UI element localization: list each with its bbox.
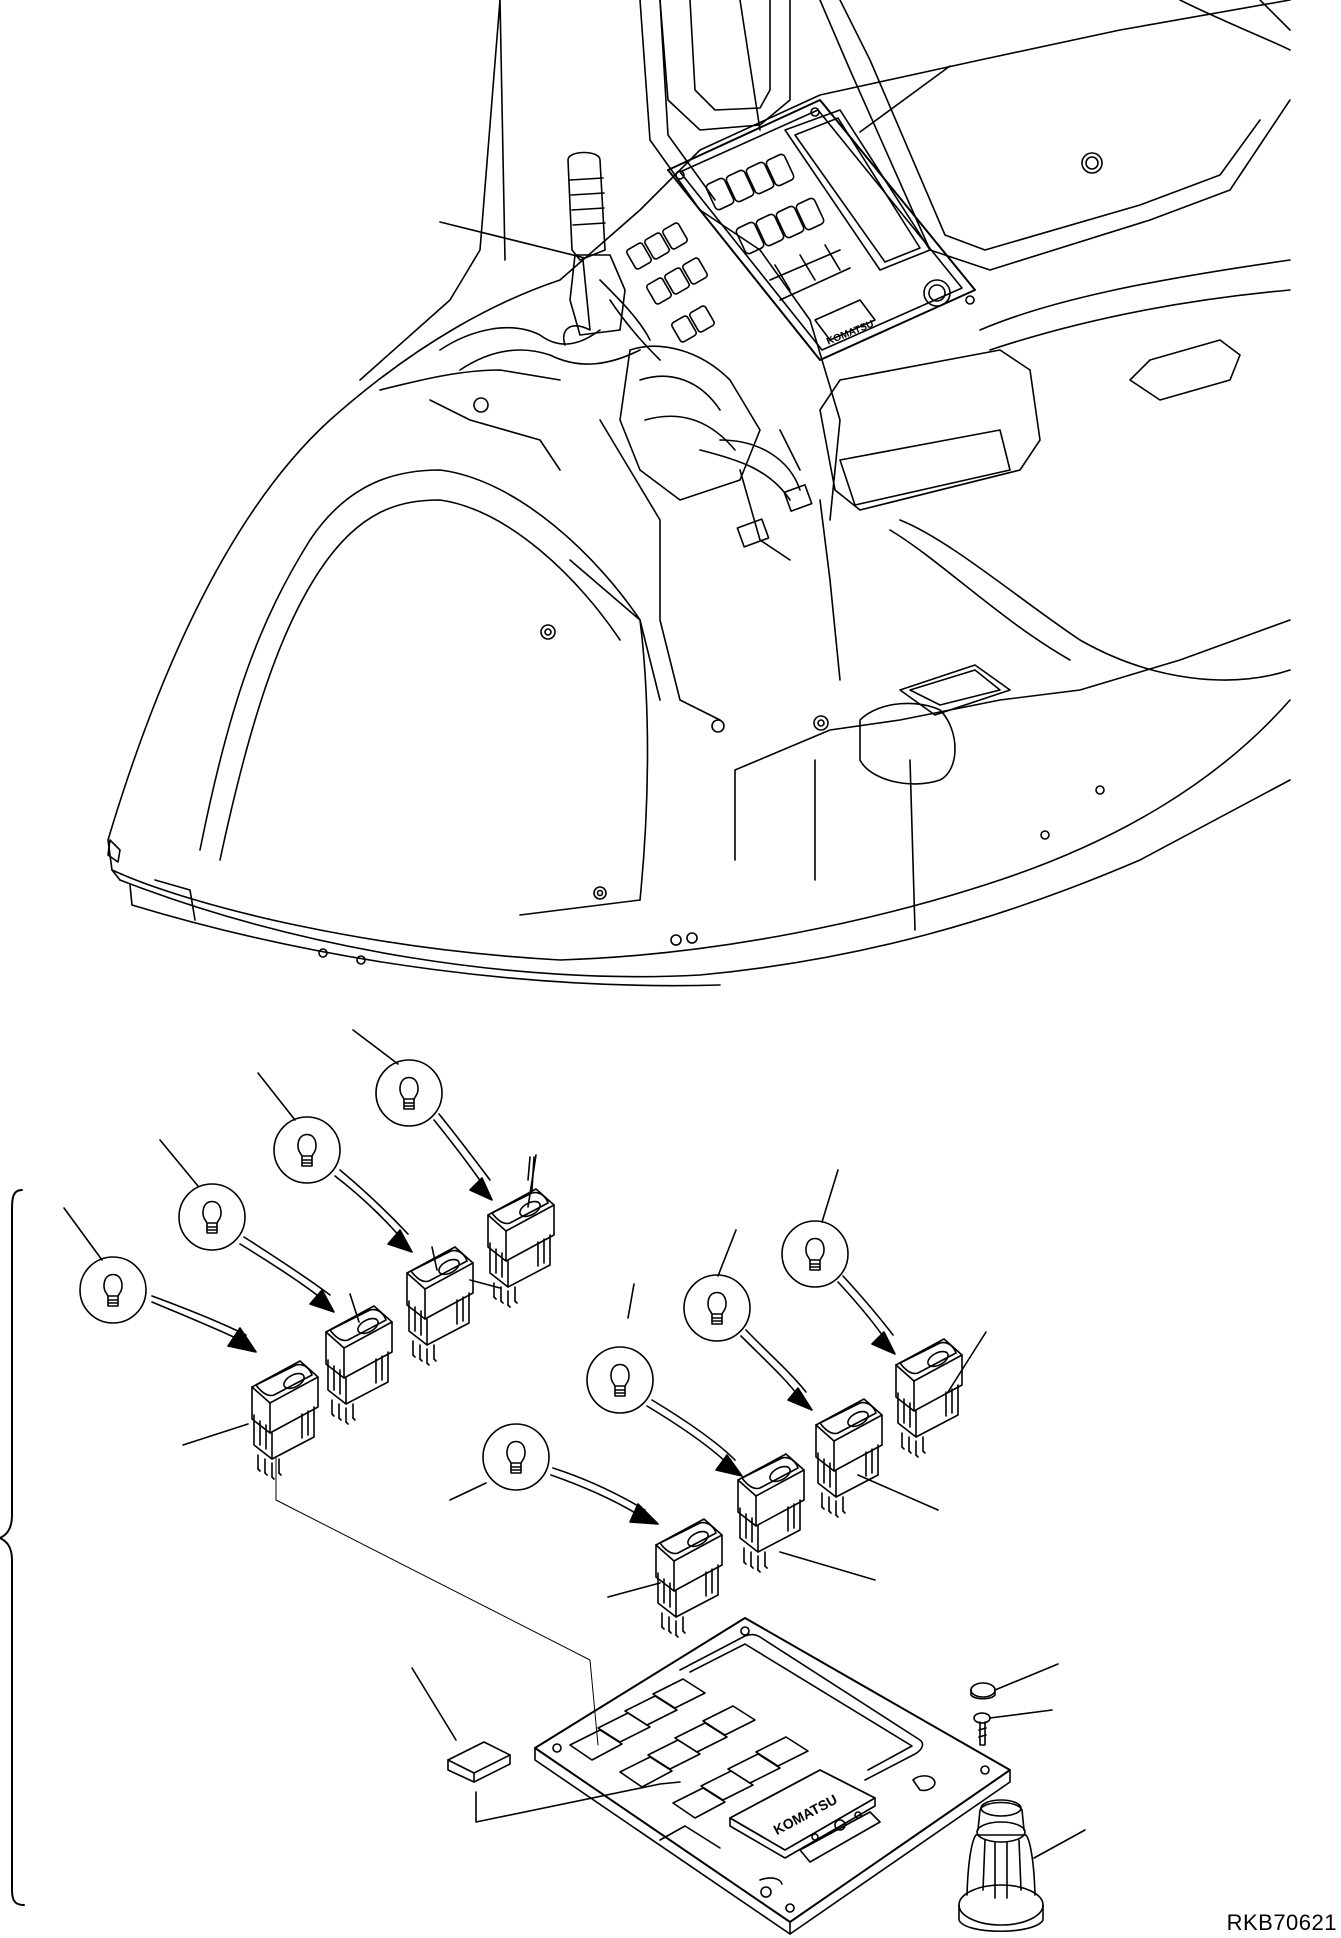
connector xyxy=(783,484,813,512)
console-body-outline xyxy=(107,0,1291,961)
lamp-switch-2 xyxy=(325,1305,393,1425)
lamp-switch-3 xyxy=(406,1246,474,1366)
leader-lines xyxy=(63,1029,987,1598)
rotary-knob xyxy=(958,1799,1086,1932)
console-switch-bank: KOMATSU xyxy=(599,99,976,361)
panel-switch-openings xyxy=(569,1678,809,1819)
assembly-brace xyxy=(0,1189,25,1906)
leader-line xyxy=(859,65,951,133)
console-nameplate-text: KOMATSU xyxy=(825,319,875,348)
connector xyxy=(736,518,770,548)
lamp-switch-8 xyxy=(895,1338,963,1458)
harness-plugs xyxy=(626,222,715,343)
cup-holder xyxy=(859,702,956,785)
lamp-switch-7 xyxy=(815,1398,883,1518)
joystick-boot xyxy=(619,345,761,501)
bulb-8 xyxy=(781,1220,849,1288)
bolt xyxy=(540,624,556,640)
lamp-switch-4 xyxy=(487,1188,555,1308)
bulb-1 xyxy=(79,1256,147,1324)
bolt xyxy=(1081,152,1103,174)
lamp-switch-5 xyxy=(655,1518,723,1638)
console-assembly xyxy=(107,0,1291,987)
panel-nameplate-text: KOMATSU xyxy=(771,1791,840,1838)
bulb-4 xyxy=(375,1059,443,1127)
switch-row xyxy=(705,153,825,255)
drawing-reference-code: RKB70621 xyxy=(1226,1910,1337,1935)
panel-nameplate: KOMATSU xyxy=(729,1769,876,1859)
screw-and-cap xyxy=(970,1663,1059,1746)
bolt xyxy=(593,886,607,900)
switch-panel: KOMATSU xyxy=(534,1617,1011,1935)
bulb-5 xyxy=(482,1423,550,1491)
lamp-switch-6 xyxy=(737,1453,805,1573)
lamp-switch-group-left xyxy=(79,1059,555,1480)
bulb-3 xyxy=(273,1116,341,1184)
joystick-assembly xyxy=(379,151,841,733)
leader-line xyxy=(439,221,586,259)
lamp-switch-1 xyxy=(251,1360,319,1480)
assembly-path-line xyxy=(275,1457,599,1746)
bulb-2 xyxy=(178,1183,246,1251)
bulb-7 xyxy=(683,1274,751,1342)
lamp-switch-group-right xyxy=(482,1220,963,1638)
blank-plug xyxy=(411,1667,681,1823)
bulb-6 xyxy=(586,1346,654,1414)
exploded-view: KOMATSU xyxy=(0,1029,1086,1935)
joystick-grip xyxy=(567,151,606,261)
